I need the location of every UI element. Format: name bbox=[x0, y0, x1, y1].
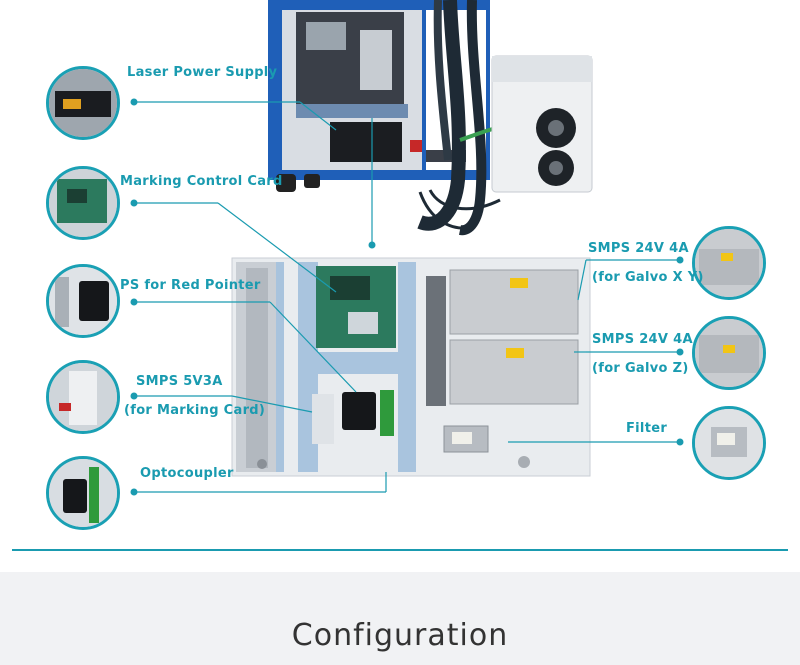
label-smps-galvo-xy: SMPS 24V 4A bbox=[588, 241, 689, 256]
smps-5v3a-detail bbox=[46, 360, 120, 434]
label-smps-5v3a-purpose: (for Marking Card) bbox=[124, 403, 266, 418]
laser-power-supply-detail bbox=[46, 66, 120, 140]
label-smps-5v3a: SMPS 5V3A bbox=[136, 374, 223, 389]
label-optocoupler: Optocoupler bbox=[140, 466, 234, 481]
water-chiller bbox=[491, 55, 593, 193]
label-smps-galvo-z: SMPS 24V 4A bbox=[592, 332, 693, 347]
configuration-diagram bbox=[130, 0, 684, 496]
connector-lines bbox=[134, 101, 680, 493]
smps-galvo-xy-detail bbox=[692, 226, 766, 300]
optocoupler-detail bbox=[46, 456, 120, 530]
label-smps-galvo-z-purpose: (for Galvo Z) bbox=[592, 361, 689, 376]
footer-band bbox=[0, 572, 800, 665]
smps-galvo-z-detail bbox=[692, 316, 766, 390]
cabinet-interior-panel bbox=[231, 257, 591, 477]
ps-red-pointer-detail bbox=[46, 264, 120, 338]
label-ps-red-pointer: PS for Red Pointer bbox=[120, 278, 261, 293]
marking-control-card-detail bbox=[46, 166, 120, 240]
label-laser-power-supply: Laser Power Supply bbox=[127, 65, 278, 80]
label-smps-galvo-xy-purpose: (for Galvo X Y) bbox=[592, 270, 704, 285]
filter-detail bbox=[692, 406, 766, 480]
label-marking-control-card: Marking Control Card bbox=[120, 174, 283, 189]
connector-dots bbox=[130, 98, 684, 496]
laser-machine-cabinet bbox=[268, 0, 531, 236]
label-filter: Filter bbox=[626, 421, 668, 436]
section-title: Configuration bbox=[291, 618, 509, 653]
section-divider bbox=[12, 549, 788, 551]
